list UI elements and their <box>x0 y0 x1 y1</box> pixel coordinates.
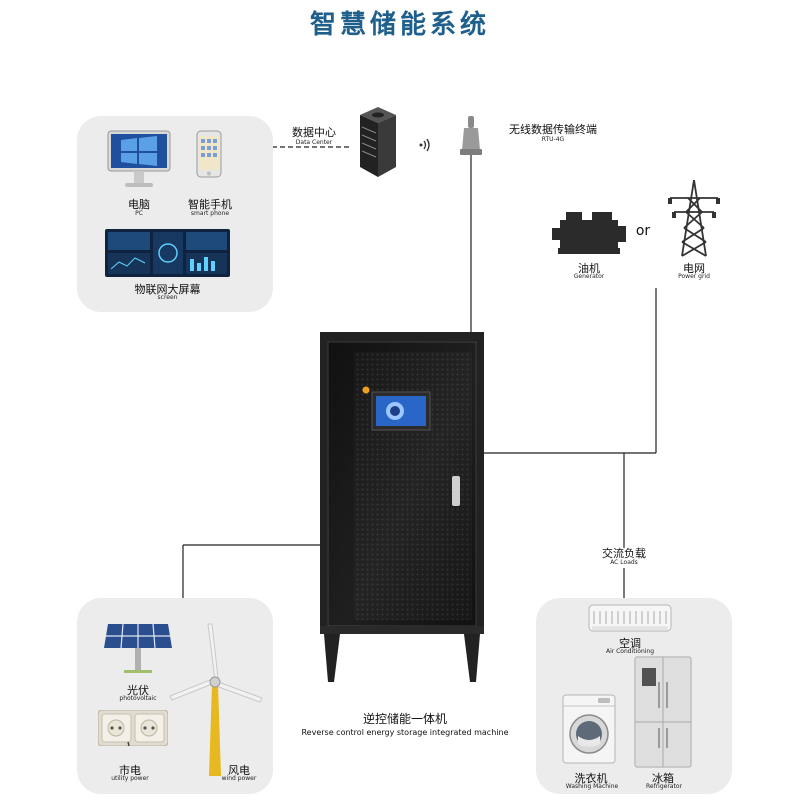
rtu-icon <box>460 116 482 155</box>
fridge-label: 冰箱 <box>652 772 674 785</box>
machine-label-en: Reverse control energy storage integrate… <box>301 728 509 737</box>
server-icon <box>360 107 396 177</box>
or-text: or <box>635 223 651 239</box>
aircon-label-en: Air Conditioning <box>605 648 655 655</box>
rtu-label: 无线数据传输终端 <box>509 123 597 136</box>
smartphone-label-en: smart phone <box>190 210 230 217</box>
power-tower-icon <box>668 179 720 257</box>
big-screen-icon <box>105 229 230 277</box>
washer-label: 洗衣机 <box>574 772 608 785</box>
solar-panel-icon <box>104 623 172 673</box>
machine-label: 逆控储能一体机 <box>362 712 447 726</box>
power-grid-label-en: Power grid <box>678 273 710 280</box>
washing-machine-icon <box>562 694 616 764</box>
wind-turbine-icon <box>169 623 263 776</box>
energy-storage-cabinet <box>320 332 484 682</box>
pv-label: 光伏 <box>127 684 149 697</box>
data-center-label: 数据中心 <box>292 126 336 139</box>
screen-label: 物联网大屏幕 <box>134 283 201 296</box>
pc-label-en: PC <box>135 210 143 217</box>
generator-label-en: Generator <box>573 273 605 280</box>
pc-label: 电脑 <box>128 198 150 211</box>
smartphone-icon <box>196 130 222 178</box>
aircon-label: 空调 <box>619 637 641 650</box>
ac-loads-label-en: AC Loads <box>610 559 638 566</box>
utility-label-en: utility power <box>111 775 149 782</box>
air-conditioner-icon <box>588 604 672 632</box>
fridge-label-en: Refrigerator <box>646 783 682 790</box>
generator-icon <box>552 212 626 254</box>
refrigerator-icon <box>634 656 692 768</box>
generator-label: 油机 <box>578 262 600 275</box>
rtu-label-en: RTU-4G <box>541 136 565 143</box>
screen-label-en: screen <box>157 294 178 301</box>
pv-label-en: photovoltaic <box>119 695 157 702</box>
wireless-signal-icon <box>419 138 430 152</box>
ac-loads-label: 交流负载 <box>602 547 646 560</box>
smartphone-label: 智能手机 <box>188 198 232 211</box>
wall-socket-icon <box>98 710 168 746</box>
washer-label-en: Washing Machine <box>565 783 619 790</box>
utility-label: 市电 <box>119 764 141 777</box>
page-title: 智慧储能系统 <box>309 10 490 40</box>
pc-icon <box>107 130 171 187</box>
data-center-label-en: Data Center <box>295 139 333 146</box>
power-grid-label: 电网 <box>683 262 705 275</box>
wind-label: 风电 <box>228 764 250 777</box>
wind-label-en: wind power <box>221 775 257 782</box>
